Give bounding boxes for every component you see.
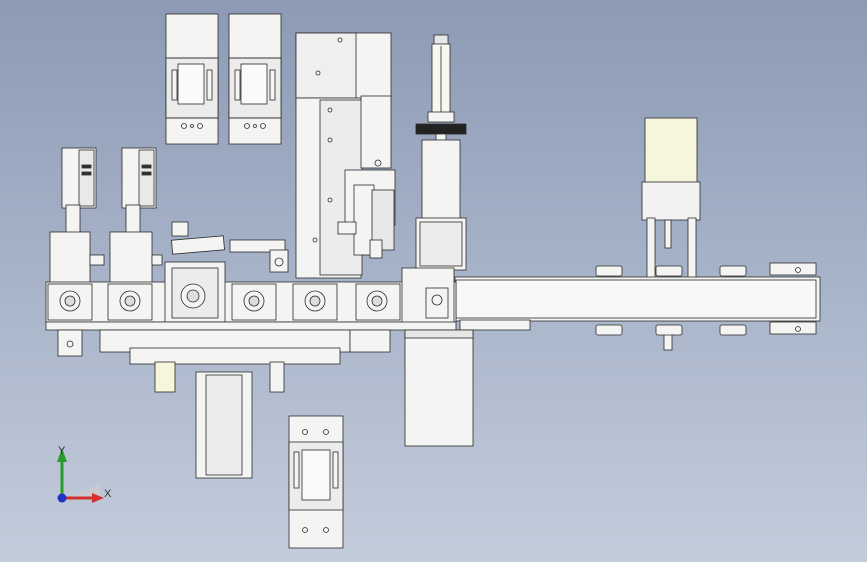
bottom-detail-panel: [288, 415, 344, 549]
top-detail-panel-left: [165, 13, 219, 145]
left-actuator-1: [49, 147, 105, 288]
link-arm: [171, 221, 289, 273]
collection-bin: [404, 329, 474, 447]
conveyor: [454, 262, 821, 336]
central-column: [295, 32, 396, 279]
top-detail-panel-right: [228, 13, 282, 145]
vertical-cylinder: [415, 34, 467, 271]
axis-y-label: Y: [58, 445, 66, 457]
left-actuator-2: [109, 147, 163, 288]
axis-triad: [57, 448, 104, 503]
axis-x-label: X: [104, 488, 112, 500]
base-frame: [57, 329, 391, 479]
station-row: [45, 261, 457, 331]
right-cylinder: [641, 117, 701, 351]
